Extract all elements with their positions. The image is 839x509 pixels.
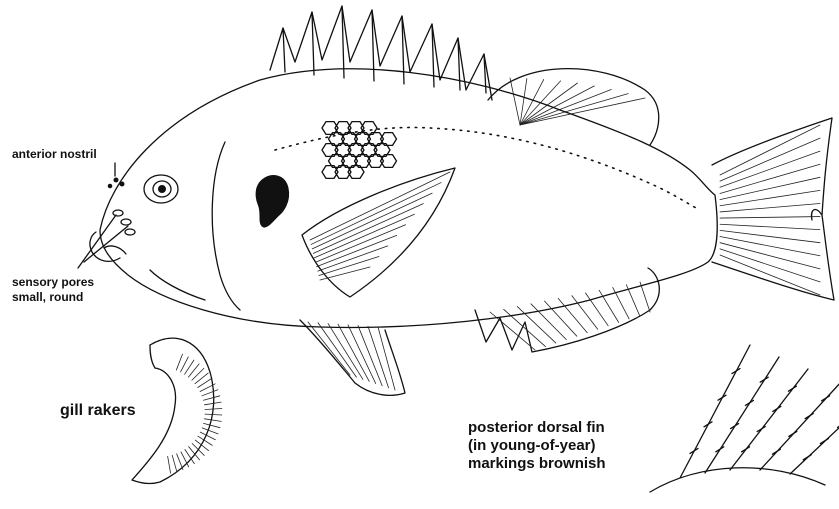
pectoral-ray bbox=[313, 204, 423, 254]
label-sensory-pores-line2: small, round bbox=[12, 291, 83, 305]
posterior-dorsal-detail bbox=[650, 345, 839, 492]
ray-marking bbox=[742, 447, 750, 452]
pectoral-ray bbox=[318, 246, 388, 271]
soft-dorsal-fin bbox=[488, 69, 659, 145]
pelvic-ray bbox=[368, 326, 389, 388]
posterior-fin-ray bbox=[705, 357, 779, 473]
ray-marking bbox=[822, 396, 830, 401]
caudal-ray bbox=[720, 151, 820, 187]
raker-tick bbox=[204, 402, 221, 405]
ray-marking bbox=[772, 449, 780, 454]
ray-marking bbox=[731, 424, 739, 429]
caudal-ray bbox=[720, 230, 820, 242]
ray-marking bbox=[803, 455, 811, 460]
posterior-fin-ray bbox=[790, 393, 839, 474]
posterior-fin-ray bbox=[730, 369, 808, 470]
caudal-ray bbox=[720, 249, 820, 282]
label-sensory-pores-line1: sensory pores bbox=[12, 276, 94, 290]
anal-fin bbox=[475, 268, 659, 352]
caudal-ray bbox=[720, 217, 820, 219]
ray-marking bbox=[716, 447, 724, 452]
raker-tick bbox=[168, 456, 171, 473]
caudal-ray bbox=[720, 243, 820, 269]
scales-patch bbox=[322, 122, 397, 179]
fish-body bbox=[90, 69, 717, 328]
label-posterior-dorsal-line1: posterior dorsal fin bbox=[468, 419, 605, 436]
ray-marking bbox=[805, 414, 813, 419]
raker-tick bbox=[204, 419, 221, 422]
raker-tick bbox=[205, 409, 222, 410]
pectoral-ray bbox=[311, 183, 441, 245]
pelvic-ray bbox=[348, 325, 376, 384]
anal-ray bbox=[613, 287, 629, 318]
caudal-ray bbox=[720, 177, 820, 199]
caudal-ray bbox=[720, 203, 820, 211]
label-posterior-dorsal-line3: markings brownish bbox=[468, 455, 606, 472]
raker-tick bbox=[177, 454, 183, 470]
caudal-ray bbox=[720, 237, 820, 256]
anal-ray bbox=[626, 285, 639, 316]
ray-marking bbox=[757, 427, 765, 432]
caudal-ray bbox=[720, 125, 820, 175]
raker-tick bbox=[172, 455, 177, 471]
caudal-ray bbox=[720, 224, 820, 229]
anal-ray bbox=[558, 298, 587, 332]
pelvic-fin bbox=[300, 320, 405, 395]
raker-tick bbox=[202, 428, 218, 434]
ray-marking bbox=[789, 431, 797, 436]
raker-tick bbox=[176, 354, 182, 370]
soft-dorsal-ray bbox=[520, 89, 611, 125]
raker-tick bbox=[200, 432, 215, 440]
label-gill-rakers: gill rakers bbox=[60, 402, 136, 420]
caudal-fin bbox=[712, 118, 834, 300]
spiny-dorsal-fin bbox=[270, 6, 492, 100]
raker-tick bbox=[204, 423, 220, 427]
label-anterior-nostril: anterior nostril bbox=[12, 148, 97, 162]
ray-marking bbox=[760, 377, 768, 382]
pectoral-ray bbox=[320, 267, 370, 280]
sensory-pores bbox=[113, 210, 135, 235]
raker-tick bbox=[202, 390, 218, 396]
pectoral-fin bbox=[302, 168, 455, 297]
label-posterior-dorsal-line2: (in young-of-year) bbox=[468, 437, 596, 454]
ray-marking bbox=[788, 386, 796, 391]
raker-tick bbox=[205, 414, 222, 415]
caudal-ray bbox=[720, 138, 820, 181]
caudal-ray bbox=[720, 190, 820, 205]
ray-marking bbox=[773, 406, 781, 411]
caudal-ray bbox=[720, 255, 820, 295]
soft-dorsal-ray bbox=[510, 78, 520, 125]
ray-marking bbox=[745, 400, 753, 405]
caudal-ray bbox=[720, 164, 820, 193]
soft-dorsal-ray bbox=[520, 86, 594, 125]
pectoral-ray bbox=[317, 235, 397, 266]
soft-dorsal-ray bbox=[520, 94, 628, 125]
gill-raker-detail bbox=[132, 338, 222, 483]
pectoral-ray bbox=[310, 172, 450, 240]
posterior-fin-ray bbox=[760, 381, 839, 470]
raker-tick bbox=[203, 396, 219, 400]
anal-ray bbox=[640, 282, 650, 312]
ray-marking bbox=[820, 439, 828, 444]
